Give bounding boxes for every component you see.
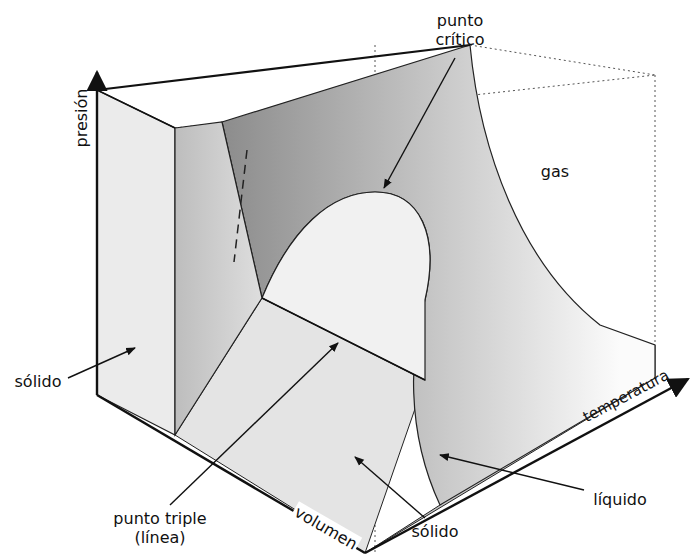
top-edge: [97, 45, 470, 90]
axis-label: volumen: [289, 502, 362, 555]
axis-label: temperatura: [580, 366, 672, 426]
leader-lines: [68, 58, 584, 518]
dashed-edge: [234, 150, 247, 262]
region-label: sólido: [412, 522, 459, 541]
callout-label: punto triple (línea): [108, 509, 212, 547]
box-edges: [97, 45, 655, 553]
region-label: gas: [541, 162, 569, 181]
solid-liquid-sheet: [175, 122, 262, 435]
callout-label: punto crítico: [428, 11, 492, 49]
region-label: sólido: [15, 372, 62, 391]
temperature-axis: [365, 379, 688, 553]
region-label: líquido: [593, 490, 647, 509]
liquid-gas-surface: [222, 45, 655, 505]
triple-line: [262, 298, 425, 380]
pressure-axis: [96, 72, 98, 395]
axis-label: presión: [72, 89, 91, 148]
solid-face: [97, 90, 175, 435]
liquid-vapor-dome: [262, 192, 430, 380]
